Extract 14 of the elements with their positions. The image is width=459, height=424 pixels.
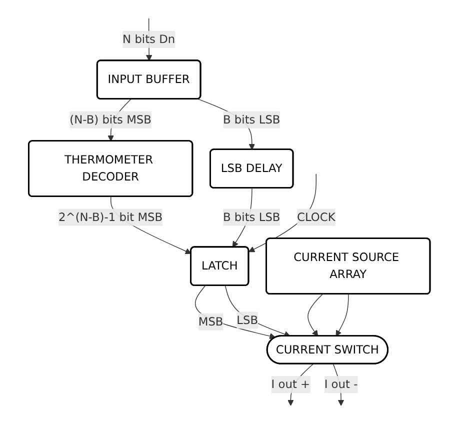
arrow	[195, 285, 276, 340]
arrow	[225, 285, 291, 338]
edge-label: B bits LSB	[223, 112, 280, 126]
edge-label: (N-B) bits MSB	[70, 112, 152, 126]
edge-label: LSB	[236, 313, 258, 327]
edge-label: MSB	[198, 314, 224, 328]
arrow	[336, 294, 349, 336]
arrow	[308, 294, 323, 336]
edge-label: I out -	[324, 377, 358, 392]
edge-label: 2^(N-B)-1 bit MSB	[58, 210, 163, 224]
edge-label: N bits Dn	[122, 32, 176, 46]
edge-label: B bits LSB	[223, 210, 280, 224]
edge-label: CLOCK	[297, 210, 336, 224]
edge-label: I out +	[271, 377, 310, 392]
